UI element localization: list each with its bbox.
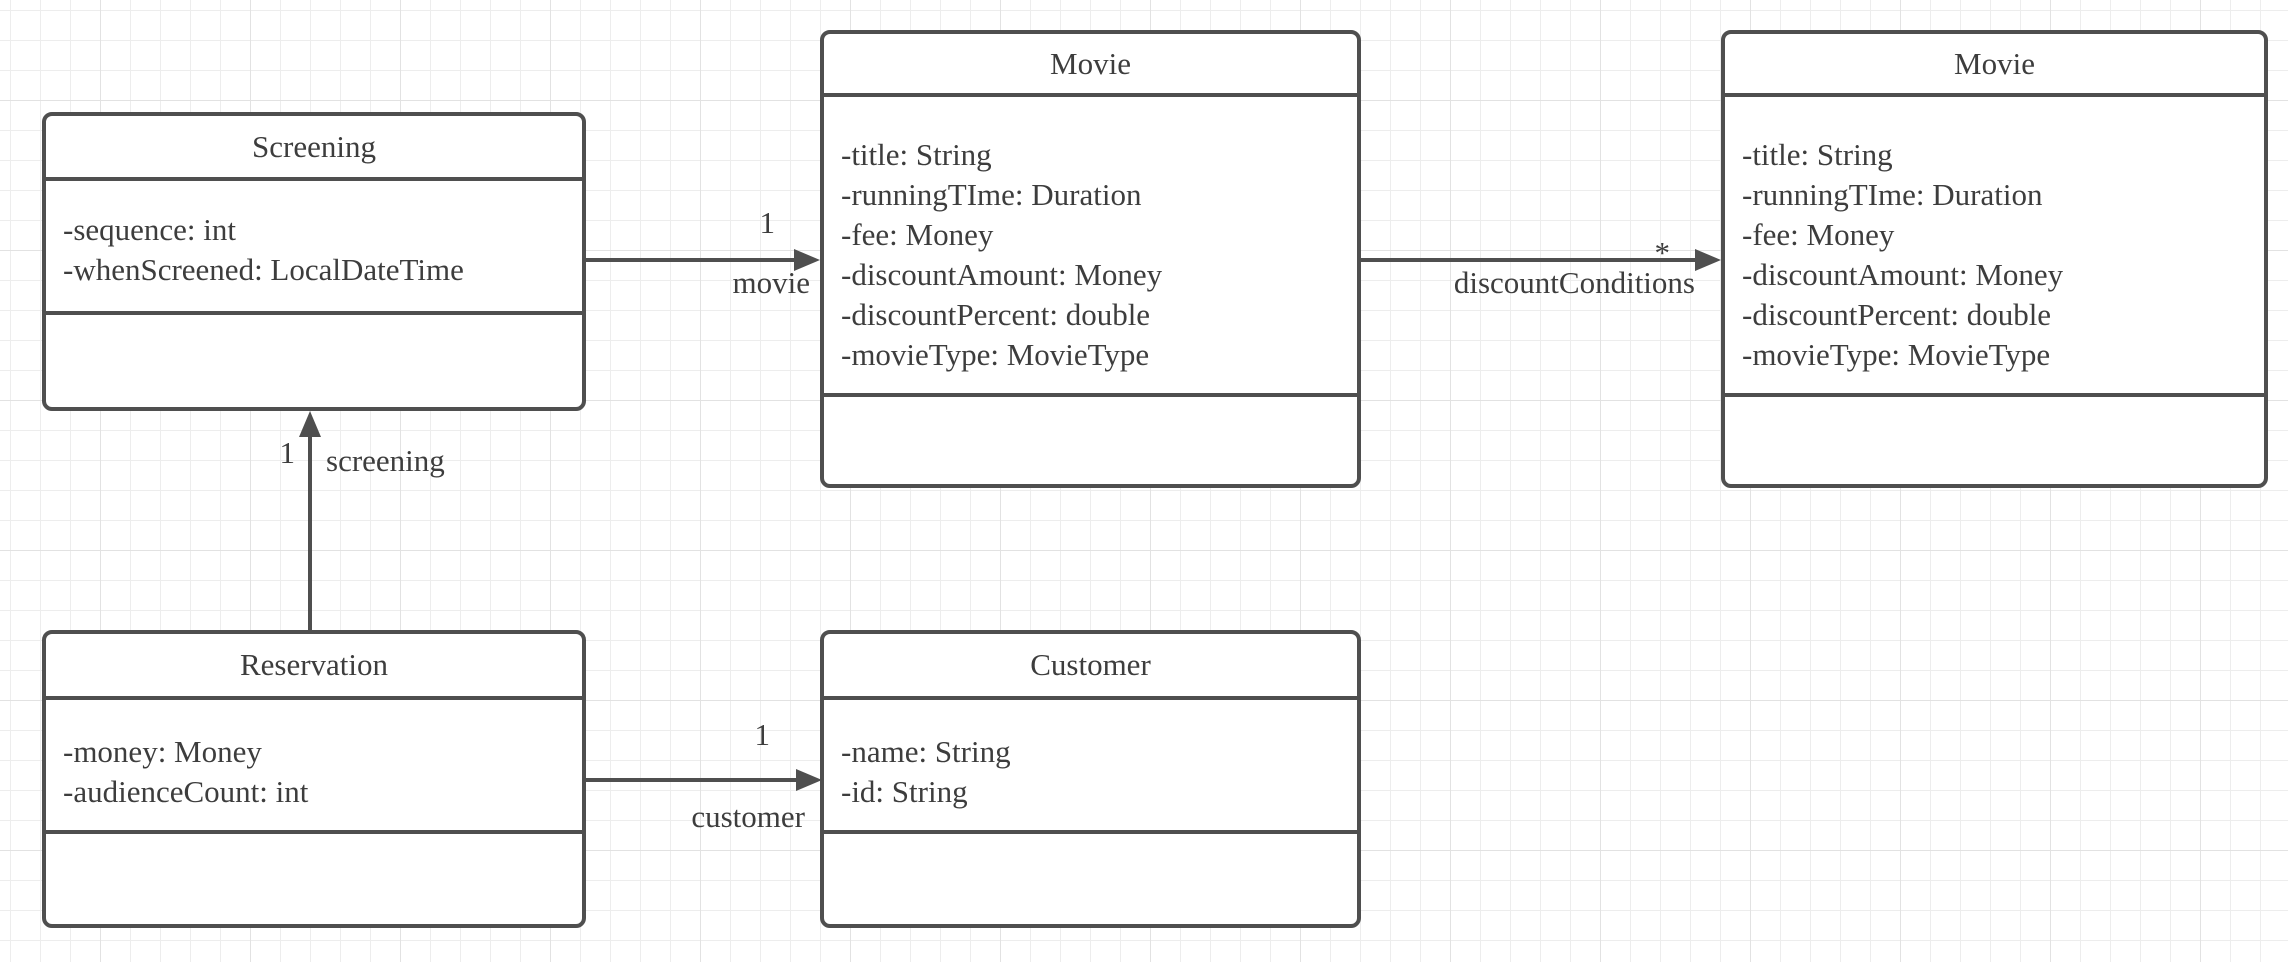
class-box-screening[interactable]: Screening -sequence: int -whenScreened: … — [42, 112, 586, 411]
class-attribute: -discountPercent: double — [841, 297, 1151, 332]
class-name: Screening — [46, 116, 582, 181]
class-attribute: -sequence: int — [63, 212, 237, 247]
class-attribute: -movieType: MovieType — [1742, 337, 2051, 372]
association-customer-line[interactable] — [586, 778, 798, 782]
class-attribute: -name: String — [841, 734, 1011, 769]
class-attribute: -discountPercent: double — [1742, 297, 2052, 332]
class-attribute: -movieType: MovieType — [841, 337, 1150, 372]
class-attributes: -name: String -id: String — [824, 700, 1357, 834]
class-attributes: -money: Money -audienceCount: int — [46, 700, 582, 834]
class-attribute: -discountAmount: Money — [841, 257, 1163, 292]
class-box-movie-right[interactable]: Movie -title: String -runningTIme: Durat… — [1721, 30, 2268, 488]
association-customer-label[interactable]: customer — [691, 799, 805, 834]
class-attribute: -runningTIme: Duration — [1742, 177, 2043, 212]
class-attribute: -title: String — [841, 137, 992, 172]
class-box-customer[interactable]: Customer -name: String -id: String — [820, 630, 1361, 928]
association-movie-line[interactable] — [586, 258, 796, 262]
arrowhead-right-icon[interactable] — [796, 769, 822, 791]
class-name: Customer — [824, 634, 1357, 700]
association-movie-multiplicity[interactable]: 1 — [759, 205, 776, 240]
class-attribute: -whenScreened: LocalDateTime — [63, 252, 464, 287]
class-name: Reservation — [46, 634, 582, 700]
class-operations-empty — [1725, 397, 2264, 484]
class-attribute: -money: Money — [63, 734, 262, 769]
class-attributes: -title: String -runningTIme: Duration -f… — [824, 97, 1357, 397]
class-attribute: -fee: Money — [841, 217, 994, 252]
class-operations-empty — [46, 315, 582, 407]
arrowhead-right-icon[interactable] — [1695, 249, 1721, 271]
association-screening-label[interactable]: screening — [326, 443, 445, 478]
class-attribute: -id: String — [841, 774, 968, 809]
association-customer-multiplicity[interactable]: 1 — [754, 717, 771, 752]
class-operations-empty — [824, 834, 1357, 924]
class-name: Movie — [824, 34, 1357, 97]
class-attribute: -fee: Money — [1742, 217, 1895, 252]
class-operations-empty — [824, 397, 1357, 484]
class-attribute: -runningTIme: Duration — [841, 177, 1142, 212]
association-screening-multiplicity[interactable]: 1 — [279, 435, 296, 470]
class-operations-empty — [46, 834, 582, 924]
class-attributes: -sequence: int -whenScreened: LocalDateT… — [46, 181, 582, 315]
class-attributes: -title: String -runningTIme: Duration -f… — [1725, 97, 2264, 397]
association-screening-line[interactable] — [308, 435, 312, 630]
association-movie-label[interactable]: movie — [732, 265, 811, 300]
association-discountconditions-multiplicity[interactable]: * — [1654, 235, 1671, 270]
class-box-movie[interactable]: Movie -title: String -runningTIme: Durat… — [820, 30, 1361, 488]
arrowhead-up-icon[interactable] — [299, 411, 321, 437]
association-discountconditions-label[interactable]: discountConditions — [1453, 265, 1695, 300]
association-discountconditions-line[interactable] — [1361, 258, 1697, 262]
class-attribute: -discountAmount: Money — [1742, 257, 2064, 292]
class-attribute: -title: String — [1742, 137, 1893, 172]
arrowhead-right-icon[interactable] — [794, 249, 820, 271]
class-box-reservation[interactable]: Reservation -money: Money -audienceCount… — [42, 630, 586, 928]
class-attribute: -audienceCount: int — [63, 774, 309, 809]
class-name: Movie — [1725, 34, 2264, 97]
